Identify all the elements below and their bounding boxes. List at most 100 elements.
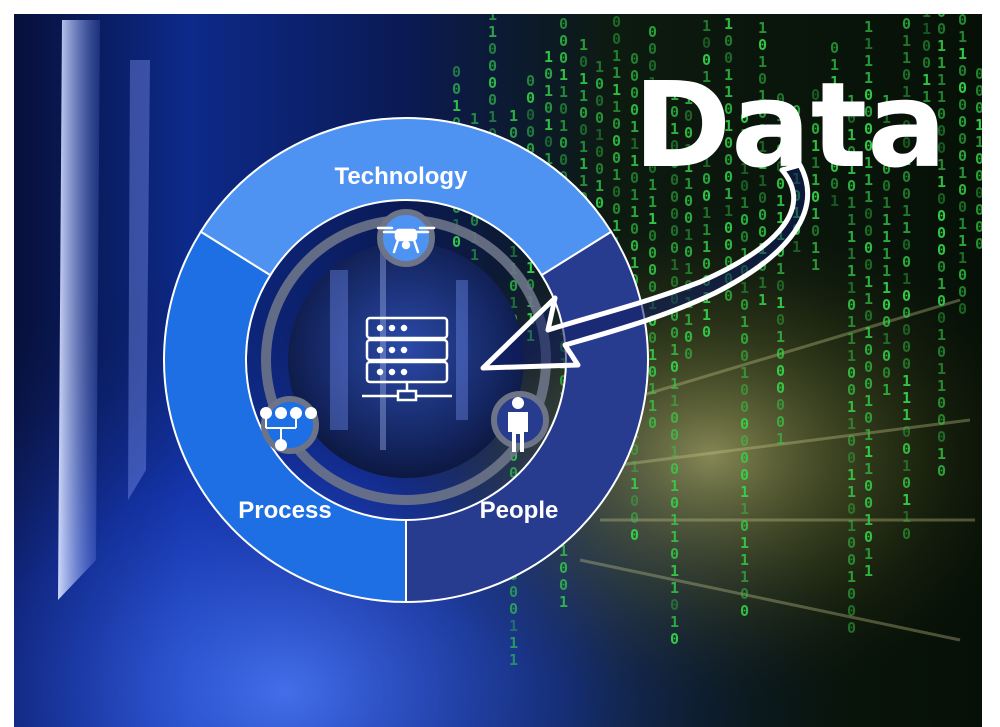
binary-digit: 1 bbox=[975, 133, 984, 151]
binary-digit: 0 bbox=[937, 258, 946, 276]
binary-digit: 1 bbox=[630, 458, 639, 476]
binary-digit: 0 bbox=[724, 32, 733, 50]
binary-digit: 1 bbox=[847, 262, 856, 280]
binary-digit: 0 bbox=[544, 65, 553, 83]
binary-digit: 1 bbox=[847, 466, 856, 484]
binary-digit: 1 bbox=[882, 279, 891, 297]
binary-digit: 1 bbox=[902, 151, 911, 169]
binary-digit: 0 bbox=[922, 37, 931, 55]
binary-digit: 1 bbox=[864, 511, 873, 529]
binary-digit: 0 bbox=[526, 72, 535, 90]
binary-digit: 1 bbox=[724, 202, 733, 220]
binary-digit: 1 bbox=[811, 205, 820, 223]
binary-digit: 0 bbox=[559, 49, 568, 67]
binary-digit: 1 bbox=[612, 98, 621, 116]
binary-digit: 1 bbox=[864, 460, 873, 478]
binary-digit: 1 bbox=[724, 185, 733, 203]
binary-digit: 1 bbox=[559, 117, 568, 135]
binary-digit: 0 bbox=[902, 440, 911, 458]
binary-digit: 0 bbox=[724, 0, 733, 16]
binary-digit: 1 bbox=[902, 389, 911, 407]
binary-digit: 1 bbox=[937, 445, 946, 463]
binary-digit: 0 bbox=[958, 266, 967, 284]
binary-digit: 1 bbox=[684, 175, 693, 193]
binary-digit: 1 bbox=[630, 254, 639, 272]
binary-digit: 0 bbox=[811, 86, 820, 104]
binary-digit: 1 bbox=[724, 15, 733, 33]
binary-digit: 0 bbox=[740, 381, 749, 399]
binary-digit: 1 bbox=[740, 534, 749, 552]
binary-digit: 1 bbox=[670, 120, 679, 138]
binary-digit: 0 bbox=[776, 277, 785, 295]
binary-digit: 0 bbox=[595, 92, 604, 110]
binary-digit: 1 bbox=[509, 107, 518, 125]
binary-digit: 1 bbox=[758, 19, 767, 37]
binary-digit: 0 bbox=[702, 255, 711, 273]
binary-digit: 1 bbox=[470, 110, 479, 128]
binary-digit: 1 bbox=[702, 119, 711, 137]
binary-digit: 1 bbox=[544, 82, 553, 100]
binary-digit: 1 bbox=[544, 116, 553, 134]
binary-digit: 0 bbox=[670, 222, 679, 240]
binary-digit: 0 bbox=[670, 137, 679, 155]
binary-digit: 0 bbox=[740, 347, 749, 365]
binary-digit: 0 bbox=[452, 233, 461, 251]
binary-digit: 1 bbox=[579, 36, 588, 54]
binary-digit: 0 bbox=[847, 177, 856, 195]
binary-digit: 1 bbox=[630, 186, 639, 204]
binary-digit: 0 bbox=[937, 190, 946, 208]
binary-digit: 0 bbox=[937, 292, 946, 310]
binary-digit: 1 bbox=[488, 108, 497, 126]
binary-digit: 0 bbox=[937, 3, 946, 21]
binary-digit: 0 bbox=[830, 124, 839, 142]
binary-digit: 0 bbox=[776, 413, 785, 431]
binary-digit: 0 bbox=[509, 124, 518, 142]
binary-digit: 1 bbox=[648, 91, 657, 109]
binary-digit: 1 bbox=[847, 245, 856, 263]
binary-digit: 0 bbox=[975, 184, 984, 202]
binary-digit: 1 bbox=[579, 155, 588, 173]
binary-digit: 0 bbox=[670, 426, 679, 444]
binary-digit: 0 bbox=[559, 134, 568, 152]
binary-digit: 0 bbox=[630, 441, 639, 459]
binary-digit: 0 bbox=[776, 311, 785, 329]
binary-digit: 0 bbox=[758, 189, 767, 207]
binary-digit: 0 bbox=[724, 49, 733, 67]
binary-digit: 1 bbox=[776, 260, 785, 278]
binary-digit: 1 bbox=[684, 226, 693, 244]
binary-digit: 0 bbox=[864, 222, 873, 240]
binary-digit: 0 bbox=[670, 409, 679, 427]
binary-digit: 0 bbox=[648, 108, 657, 126]
binary-digit: 0 bbox=[702, 323, 711, 341]
binary-digit: 1 bbox=[847, 398, 856, 416]
binary-digit: 0 bbox=[758, 104, 767, 122]
binary-digit: 1 bbox=[847, 517, 856, 535]
binary-digit: 1 bbox=[452, 97, 461, 115]
binary-digit: 0 bbox=[882, 177, 891, 195]
binary-digit: 1 bbox=[882, 228, 891, 246]
binary-digit: 1 bbox=[670, 256, 679, 274]
binary-digit: 1 bbox=[958, 249, 967, 267]
binary-digit: 1 bbox=[630, 118, 639, 136]
binary-digit: 1 bbox=[830, 107, 839, 125]
binary-digit: 0 bbox=[864, 358, 873, 376]
binary-digit: 0 bbox=[544, 99, 553, 117]
binary-digit: 1 bbox=[544, 48, 553, 66]
binary-digit: 1 bbox=[882, 211, 891, 229]
binary-digit: 0 bbox=[740, 109, 749, 127]
binary-digit: 0 bbox=[488, 40, 497, 58]
binary-digit: 0 bbox=[776, 124, 785, 142]
binary-digit: 1 bbox=[864, 154, 873, 172]
process-badge bbox=[261, 396, 319, 454]
binary-digit: 0 bbox=[902, 423, 911, 441]
binary-digit: 1 bbox=[630, 203, 639, 221]
binary-digit: 1 bbox=[670, 579, 679, 597]
binary-rain: 0010101101010100101100101100001011000110… bbox=[452, 0, 984, 669]
binary-digit: 0 bbox=[559, 576, 568, 594]
binary-digit: 1 bbox=[902, 202, 911, 220]
binary-digit: 1 bbox=[902, 270, 911, 288]
binary-digit: 1 bbox=[864, 273, 873, 291]
binary-digit: 0 bbox=[937, 224, 946, 242]
binary-digit: 1 bbox=[670, 528, 679, 546]
binary-digit: 0 bbox=[975, 235, 984, 253]
